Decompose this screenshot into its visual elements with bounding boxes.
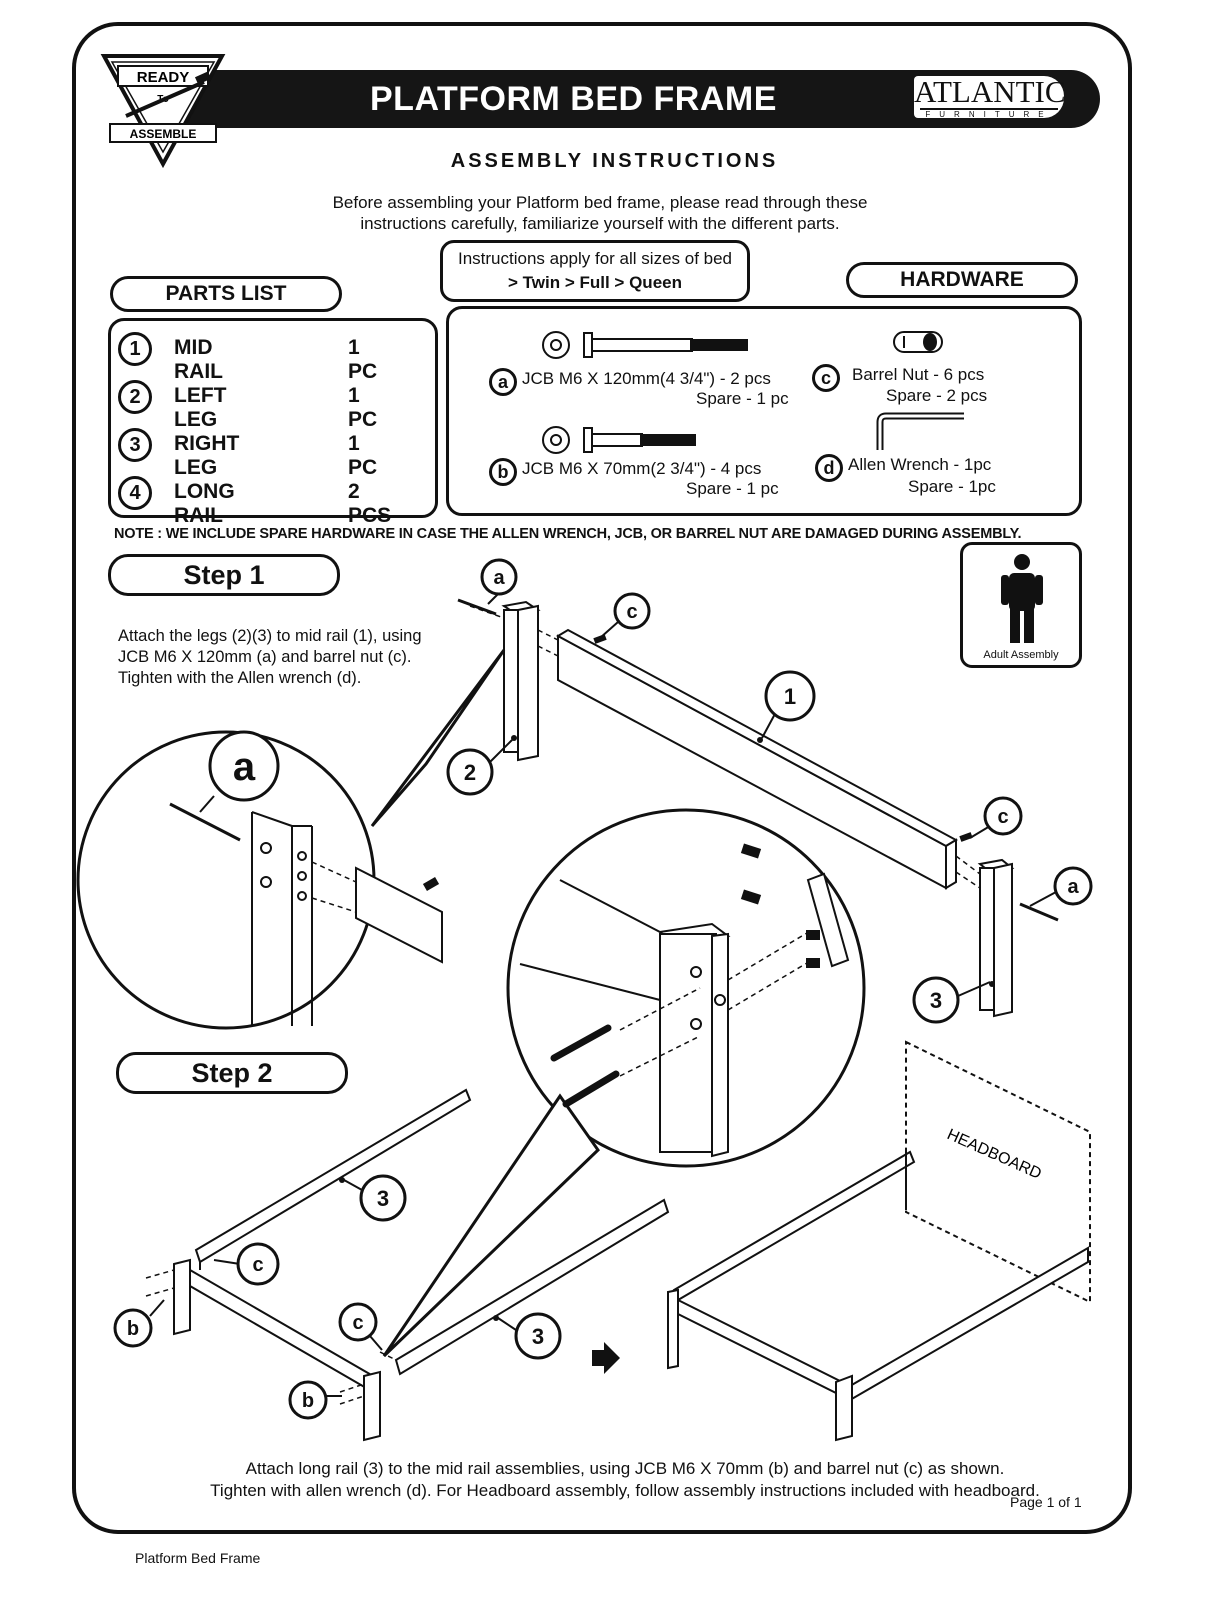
hardware-spare: Spare - 2 pcs <box>886 386 988 405</box>
hardware-spare: Spare - 1 pc <box>686 479 779 498</box>
brand-name: ATLANTIC <box>914 74 1066 109</box>
part-name: RIGHT LEG <box>174 432 240 479</box>
part-number: 1 <box>118 332 152 366</box>
hardware-name: JCB M6 X 70mm(2 3/4") - 4 pcs <box>522 459 762 478</box>
parts-list-box <box>108 318 438 518</box>
badge-ready-text: READY <box>137 69 190 86</box>
callout-3: 3 <box>532 1324 544 1349</box>
page-title: PLATFORM BED FRAME <box>370 80 777 118</box>
step1-line-2: JCB M6 X 120mm (a) and barrel nut (c). <box>118 648 412 666</box>
ready-to-assemble-badge: READY To ASSEMBLE <box>100 54 226 169</box>
barrel-nut-icon <box>893 331 943 353</box>
step2-instructions: Attach long rail (3) to the mid rail ass… <box>130 1458 1120 1502</box>
section-subtitle: ASSEMBLY INSTRUCTIONS <box>450 150 779 172</box>
document-name: Platform Bed Frame <box>135 1550 261 1566</box>
hardware-letter: d <box>815 454 843 482</box>
hardware-letter: b <box>489 458 517 486</box>
part-name: MID RAIL <box>174 336 223 383</box>
hardware-name: Allen Wrench - 1pc <box>848 455 992 474</box>
hardware-box <box>446 306 1082 516</box>
step1-line-3: Tighten with the Allen wrench (d). <box>118 669 362 687</box>
part-qty: 2 PCS <box>348 480 392 527</box>
badge-assemble-text: ASSEMBLE <box>130 127 197 141</box>
hardware-letter: c <box>812 364 840 392</box>
step1-instructions: Attach the legs (2)(3) to mid rail (1), … <box>118 626 422 689</box>
callout-c: c <box>997 806 1008 828</box>
page-number: Page 1 of 1 <box>1010 1494 1082 1510</box>
callout-c: c <box>626 601 637 623</box>
part-qty: 1 PC <box>348 432 378 479</box>
callout-c: c <box>352 1312 363 1334</box>
callout-b: b <box>302 1390 314 1412</box>
hardware-spare: Spare - 1 pc <box>696 389 789 408</box>
step1-line-1: Attach the legs (2)(3) to mid rail (1), … <box>118 627 422 645</box>
parts-list-heading: PARTS LIST <box>110 276 342 312</box>
hardware-heading: HARDWARE <box>846 262 1078 298</box>
callout-b: b <box>127 1318 139 1340</box>
bolt-long-icon <box>542 331 748 359</box>
callout-3: 3 <box>377 1186 389 1211</box>
adult-assembly-label: Adult Assembly <box>983 649 1059 661</box>
bolt-short-icon <box>542 426 696 454</box>
spare-hardware-note: NOTE : WE INCLUDE SPARE HARDWARE IN CASE… <box>114 526 1022 542</box>
callout-3: 3 <box>930 988 942 1013</box>
callout-a: a <box>493 567 505 589</box>
adult-assembly-badge: Adult Assembly <box>960 542 1082 668</box>
callout-a: a <box>1067 876 1079 898</box>
part-name: LONG RAIL <box>174 480 235 527</box>
page-border <box>72 22 1132 1534</box>
sizes-note-line-2: > Twin > Full > Queen <box>508 273 682 292</box>
sizes-note: Instructions apply for all sizes of bed … <box>440 240 750 302</box>
step1-heading: Step 1 <box>108 554 340 596</box>
hardware-name: JCB M6 X 120mm(4 3/4") - 2 pcs <box>522 369 771 388</box>
brand-logo: ATLANTIC FURNITURE <box>914 74 1066 119</box>
part-name: LEFT LEG <box>174 384 227 431</box>
intro-line-1: Before assembling your Platform bed fram… <box>332 193 868 212</box>
allen-wrench-icon <box>876 412 964 450</box>
brand-subtitle: FURNITURE <box>920 108 1058 119</box>
callout-a-large: a <box>233 745 256 789</box>
part-qty: 1 PC <box>348 336 378 383</box>
step2-line-1: Attach long rail (3) to the mid rail ass… <box>245 1459 1005 1478</box>
person-icon <box>1001 554 1043 643</box>
hardware-spare: Spare - 1pc <box>908 477 996 496</box>
callout-c: c <box>252 1254 263 1276</box>
callout-2: 2 <box>464 760 476 785</box>
part-qty: 1 PC <box>348 384 378 431</box>
step2-line-2: Tighten with allen wrench (d). For Headb… <box>210 1481 1040 1500</box>
hardware-letter: a <box>489 368 517 396</box>
hardware-name: Barrel Nut - 6 pcs <box>852 365 985 384</box>
intro-line-2: instructions carefully, familiarize your… <box>360 214 840 233</box>
step2-heading: Step 2 <box>116 1052 348 1094</box>
sizes-note-line-1: Instructions apply for all sizes of bed <box>457 249 733 268</box>
part-number: 4 <box>118 476 152 510</box>
intro-text: Before assembling your Platform bed fram… <box>260 192 940 234</box>
headboard-label: HEADBOARD <box>944 1126 1044 1183</box>
callout-1: 1 <box>784 684 796 709</box>
part-number: 3 <box>118 428 152 462</box>
part-number: 2 <box>118 380 152 414</box>
